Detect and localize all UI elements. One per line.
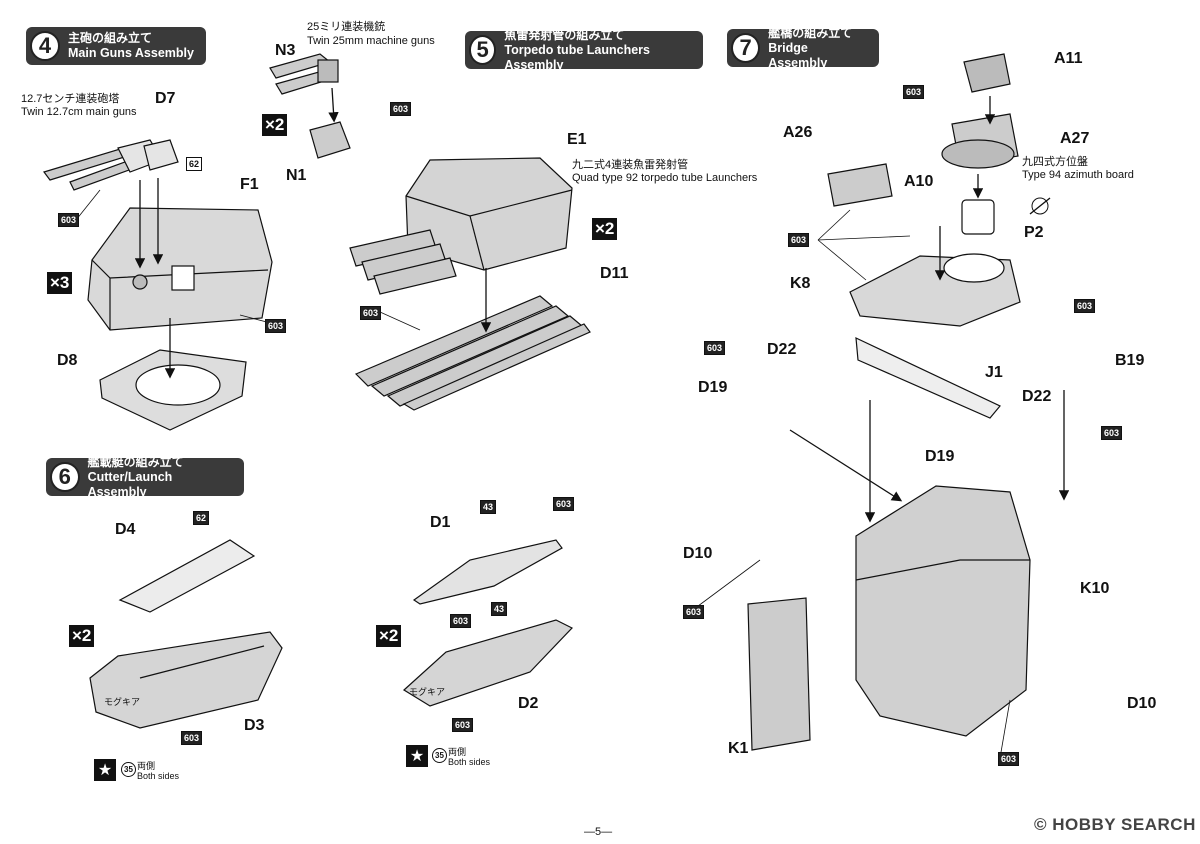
caption-tt92-jp: 九二式4連装魚雷発射管 [572, 159, 689, 171]
caption-tt92-en: Quad type 92 torpedo tube Launchers [572, 172, 758, 184]
multiplier-x2: ×2 [262, 114, 288, 136]
part-label-d10: D10 [1127, 695, 1157, 712]
caption-az94-en: Type 94 azimuth board [1022, 169, 1134, 181]
caption-both-sides-en: Both sides [137, 771, 180, 781]
part-label-d2: D2 [518, 695, 539, 712]
caption-both-sides-jp: 両側 [448, 747, 467, 757]
part-label-d22: D22 [1022, 388, 1052, 405]
step-5-header: 5 魚雷発射管の組み立て Torpedo tube Launchers Asse… [465, 27, 703, 72]
paint-code-603: 603 [788, 233, 810, 247]
step-7-header: 7 艦橋の組み立て Bridge Assembly [727, 25, 879, 70]
part-label-d19: D19 [698, 379, 728, 396]
watermark-logo: © HOBBY SEARCH [1034, 815, 1196, 834]
decal-star-icon: ★ [94, 759, 116, 781]
part-label-d3: D3 [244, 717, 265, 734]
caption-mg25-jp: 25ミリ連装機銃 [307, 21, 386, 33]
multiplier-x2: ×2 [376, 625, 402, 647]
step-5-number: 5 [469, 35, 497, 65]
step-6-title-en: Cutter/Launch Assembly [87, 469, 173, 499]
paint-code-62: 62 [186, 157, 203, 171]
paint-code-603: 603 [1101, 426, 1123, 440]
part-label-k10: K10 [1080, 580, 1110, 597]
step-4-number: 4 [30, 31, 60, 61]
caption-mg25-en: Twin 25mm machine guns [307, 35, 435, 47]
multiplier-x3: ×3 [47, 272, 73, 294]
part-label-d11: D11 [600, 265, 629, 282]
boat-marking-d3: モグキア [104, 697, 141, 707]
paint-code-603: 603 [1074, 299, 1096, 313]
part-label-d4: D4 [115, 521, 136, 538]
part-label-p2: P2 [1024, 224, 1044, 241]
multiplier-x2: ×2 [592, 218, 618, 240]
caption-az94-jp: 九四式方位盤 [1022, 156, 1088, 168]
step-6-header: 6 艦載艇の組み立て Cutter/Launch Assembly [46, 454, 244, 499]
part-label-e1: E1 [567, 131, 587, 148]
part-label-n1: N1 [286, 167, 307, 184]
paint-code-603: 603 [553, 497, 575, 511]
paint-code-43: 43 [491, 602, 508, 616]
part-label-k1: K1 [728, 740, 749, 757]
step-5-title-en: Torpedo tube Launchers Assembly [504, 42, 650, 72]
part-label-j1: J1 [985, 364, 1003, 381]
decal-number-badge: 35 [121, 762, 136, 777]
part-label-d1: D1 [430, 514, 451, 531]
step-6-title-jp: 艦載艇の組み立て [87, 454, 184, 469]
step-4-header: 4 主砲の組み立て Main Guns Assembly [26, 27, 206, 65]
part-label-a11: A11 [1054, 50, 1083, 67]
paint-code-603: 603 [903, 85, 925, 99]
part-label-d7: D7 [155, 90, 176, 107]
paint-code-603: 603 [452, 718, 474, 732]
part-label-d22: D22 [767, 341, 797, 358]
paint-code-43: 43 [480, 500, 497, 514]
part-label-f1: F1 [240, 176, 259, 193]
paint-code-603: 603 [683, 605, 705, 619]
step-5-title-jp: 魚雷発射管の組み立て [504, 27, 625, 42]
step-4-title-jp: 主砲の組み立て [68, 31, 153, 45]
decal-number-badge: 35 [432, 748, 447, 763]
part-label-a26: A26 [783, 124, 813, 141]
paint-code-603: 603 [181, 731, 203, 745]
part-label-k8: K8 [790, 275, 811, 292]
caption-both-sides-en: Both sides [448, 757, 491, 767]
step-7-number: 7 [731, 33, 761, 63]
part-label-a27: A27 [1060, 130, 1090, 147]
part-label-n3: N3 [275, 42, 296, 59]
caption-both-sides-jp: 両側 [137, 761, 156, 771]
part-label-b19: B19 [1115, 352, 1145, 369]
paint-code-603: 603 [450, 614, 472, 628]
caption-twin127-en: Twin 12.7cm main guns [21, 106, 137, 118]
boat-marking-d2: モグキア [409, 687, 446, 697]
part-label-d8: D8 [57, 352, 78, 369]
caption-twin127-jp: 12.7センチ連装砲塔 [21, 93, 120, 105]
paint-code-603: 603 [390, 102, 412, 116]
multiplier-x2: ×2 [69, 625, 95, 647]
paint-code-603: 603 [998, 752, 1020, 766]
step-4-title-en: Main Guns Assembly [68, 46, 194, 60]
part-label-a10: A10 [904, 173, 934, 190]
part-label-d19: D19 [925, 448, 955, 465]
paint-code-603: 603 [265, 319, 287, 333]
decal-star-icon: ★ [406, 745, 428, 767]
paint-code-603: 603 [360, 306, 382, 320]
step-7-title-en: Bridge Assembly [768, 40, 828, 70]
paint-code-62: 62 [193, 511, 210, 525]
step-7-title-jp: 艦橋の組み立て [768, 25, 853, 40]
page-number: —5— [584, 826, 613, 838]
part-label-d10: D10 [683, 545, 713, 562]
step-6-number: 6 [50, 462, 80, 492]
paint-code-603: 603 [704, 341, 726, 355]
paint-code-603: 603 [58, 213, 80, 227]
